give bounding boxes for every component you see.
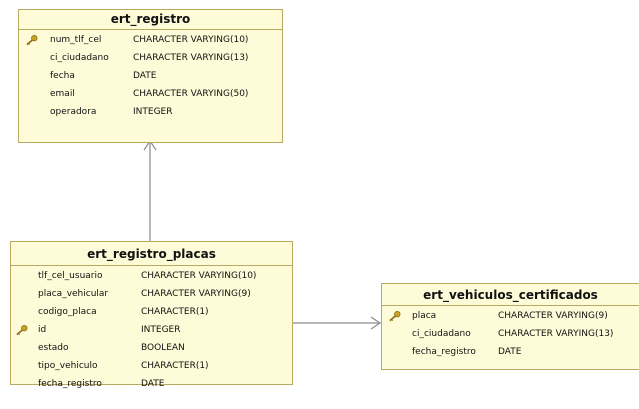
column-name: id — [38, 325, 47, 335]
entity-title: ert_vehiculos_certificados — [382, 284, 639, 306]
column-name: estado — [38, 343, 69, 353]
column-row: operadora INTEGER — [19, 103, 282, 121]
key-icon — [16, 324, 28, 336]
column-row: email CHARACTER VARYING(50) — [19, 85, 282, 103]
column-name: num_tlf_cel — [50, 35, 102, 45]
column-name: email — [50, 89, 75, 99]
entity-ert-vehiculos-certificados[interactable]: ert_vehiculos_certificados placa CHARACT… — [381, 283, 639, 370]
column-row: ci_ciudadano CHARACTER VARYING(13) — [19, 49, 282, 67]
column-type: DATE — [498, 347, 522, 357]
column-name: ci_ciudadano — [50, 53, 109, 63]
column-type: CHARACTER VARYING(10) — [141, 271, 257, 281]
column-name: placa — [412, 311, 437, 321]
column-type: CHARACTER(1) — [141, 307, 209, 317]
column-name: placa_vehicular — [38, 289, 109, 299]
column-row: fecha_registro DATE — [382, 343, 639, 361]
column-row: fecha DATE — [19, 67, 282, 85]
column-row: num_tlf_cel CHARACTER VARYING(10) — [19, 31, 282, 49]
column-row: tipo_vehiculo CHARACTER(1) — [11, 357, 292, 375]
column-row: placa CHARACTER VARYING(9) — [382, 307, 639, 325]
column-row: placa_vehicular CHARACTER VARYING(9) — [11, 285, 292, 303]
key-icon — [26, 34, 38, 46]
column-type: INTEGER — [141, 325, 181, 335]
column-type: DATE — [133, 71, 157, 81]
column-name: fecha_registro — [412, 347, 476, 357]
key-icon — [389, 310, 401, 322]
column-name: operadora — [50, 107, 97, 117]
entity-ert-registro[interactable]: ert_registro num_tlf_cel CHARACTER VARYI… — [18, 9, 283, 143]
column-type: INTEGER — [133, 107, 173, 117]
column-type: CHARACTER VARYING(10) — [133, 35, 249, 45]
column-row: tlf_cel_usuario CHARACTER VARYING(10) — [11, 267, 292, 285]
entity-ert-registro-placas[interactable]: ert_registro_placas tlf_cel_usuario CHAR… — [10, 241, 293, 389]
column-row: fecha_registro DATE — [11, 375, 292, 393]
column-type: DATE — [141, 379, 165, 389]
column-row: estado BOOLEAN — [11, 339, 292, 357]
column-type: CHARACTER(1) — [141, 361, 209, 371]
column-type: BOOLEAN — [141, 343, 185, 353]
arrowhead-right — [370, 316, 382, 330]
column-type: CHARACTER VARYING(9) — [141, 289, 251, 299]
column-name: ci_ciudadano — [412, 329, 471, 339]
column-row: ci_ciudadano CHARACTER VARYING(13) — [382, 325, 639, 343]
entity-title: ert_registro_placas — [11, 242, 292, 266]
column-name: fecha_registro — [38, 379, 102, 389]
column-type: CHARACTER VARYING(13) — [133, 53, 249, 63]
column-type: CHARACTER VARYING(13) — [498, 329, 614, 339]
column-type: CHARACTER VARYING(9) — [498, 311, 608, 321]
column-type: CHARACTER VARYING(50) — [133, 89, 249, 99]
column-name: tipo_vehiculo — [38, 361, 98, 371]
entity-title: ert_registro — [19, 10, 282, 30]
column-row: id INTEGER — [11, 321, 292, 339]
column-row: codigo_placa CHARACTER(1) — [11, 303, 292, 321]
column-name: tlf_cel_usuario — [38, 271, 103, 281]
column-name: fecha — [50, 71, 75, 81]
column-name: codigo_placa — [38, 307, 97, 317]
